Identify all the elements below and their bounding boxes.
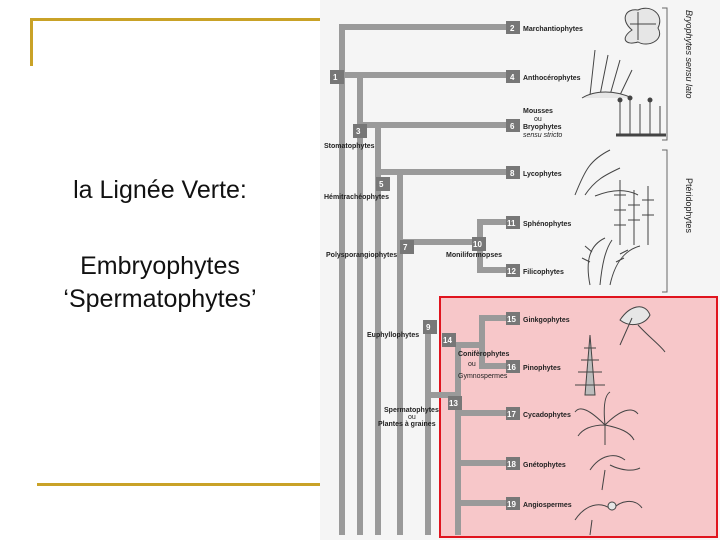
- conifer-illustration: [575, 334, 605, 396]
- decorative-rule-bottom: [37, 483, 320, 486]
- node-label-hemitracheophytes: Hémitrachéophytes: [324, 194, 389, 201]
- angiosperm-illustration: [574, 501, 643, 536]
- slide-subtitle: Embryophytes ‘Spermatophytes’: [0, 250, 320, 316]
- pteridophytes-bracket: [662, 149, 668, 293]
- taxon-label-or: ou: [534, 116, 542, 123]
- taxon-lycophytes: 8 Lycophytes: [506, 166, 562, 179]
- taxon-anthocerophytes: 4 Anthocérophytes: [506, 70, 581, 83]
- taxon-number: 16: [507, 363, 516, 372]
- ginkgo-illustration: [619, 306, 666, 353]
- taxon-filicophytes: 12 Filicophytes: [506, 264, 564, 277]
- hornwort-illustration: [581, 49, 633, 99]
- taxon-number: 12: [507, 267, 516, 276]
- taxon-label: Sphénophytes: [523, 221, 571, 228]
- taxon-number: 6: [510, 122, 515, 131]
- node-label-spermatophytes-or: ou: [408, 414, 416, 421]
- taxon-label: Angiospermes: [523, 502, 572, 509]
- horsetail-illustration: [614, 180, 654, 245]
- taxon-number: 11: [507, 219, 516, 228]
- phylogenetic-tree-figure: Bryophytes sensu lato Ptéridophytes 1 3 …: [320, 0, 720, 540]
- taxon-angiospermes: 19 Angiospermes: [506, 497, 572, 510]
- node-number: 10: [473, 240, 482, 249]
- subtitle-line-2: ‘Spermatophytes’: [63, 285, 257, 313]
- taxon-number: 18: [507, 460, 516, 469]
- node-label-plantes-a-graines: Plantes à graines: [378, 421, 436, 428]
- node-number: 3: [356, 127, 361, 136]
- node-label-moniliformopses: Moniliformopses: [446, 252, 502, 259]
- taxon-label: Lycophytes: [523, 171, 562, 178]
- taxon-number: 19: [507, 500, 516, 509]
- slide-title: la Lignée Verte:: [73, 176, 247, 204]
- node-markers: 1 3 5 7 10 9 14 13: [330, 70, 486, 410]
- node-number: 14: [443, 336, 452, 345]
- spermatophytes-highlight: [439, 296, 718, 538]
- node-label-coniferophytes-or: ou: [468, 361, 476, 368]
- group-label-pteridophytes: Ptéridophytes: [684, 178, 694, 234]
- cycad-illustration: [574, 391, 639, 445]
- taxon-number: 8: [510, 169, 515, 178]
- node-label-euphyllophytes: Euphyllophytes: [367, 332, 419, 339]
- node-label-polysporangiophytes: Polysporangiophytes: [326, 252, 397, 259]
- terminal-taxa: 2 Marchantiophytes 4 Anthocérophytes Mou…: [506, 21, 583, 510]
- decorative-rule-vertical: [30, 18, 33, 66]
- taxon-number: 2: [510, 24, 515, 33]
- taxon-label: Pinophytes: [523, 365, 561, 372]
- liverwort-illustration: [624, 7, 661, 45]
- node-number: 13: [449, 399, 458, 408]
- taxon-label-top: Mousses: [523, 108, 553, 115]
- taxon-label: Bryophytes: [523, 124, 562, 131]
- taxon-ginkgophytes: 15 Ginkgophytes: [506, 312, 570, 325]
- taxon-marchantiophytes: 2 Marchantiophytes: [506, 21, 583, 34]
- taxon-label: Filicophytes: [523, 269, 564, 276]
- phylogenetic-tree: Bryophytes sensu lato Ptéridophytes 1 3 …: [324, 7, 718, 538]
- taxon-label: Cycadophytes: [523, 412, 571, 419]
- taxon-label: Anthocérophytes: [523, 75, 581, 82]
- gnetophyte-illustration: [589, 455, 641, 491]
- group-label-bryophytes: Bryophytes sensu lato: [684, 10, 694, 99]
- taxon-number: 15: [507, 315, 516, 324]
- node-number: 7: [403, 243, 408, 252]
- node-number: 1: [333, 73, 338, 82]
- node-number: 5: [379, 180, 384, 189]
- lycophyte-illustration: [574, 149, 639, 197]
- taxon-pinophytes: 16 Pinophytes: [506, 360, 561, 373]
- taxon-bryophytes: Mousses ou 6 Bryophytes sensu stricto: [506, 108, 562, 139]
- moss-illustration: [616, 95, 666, 137]
- plant-illustrations: [574, 7, 666, 536]
- taxon-sphenophytes: 11 Sphénophytes: [506, 216, 571, 229]
- taxon-number: 17: [507, 410, 516, 419]
- node-label-gymnospermes: Gymnospermes: [458, 373, 508, 380]
- fern-illustration: [581, 237, 641, 286]
- taxon-gnetophytes: 18 Gnétophytes: [506, 457, 566, 470]
- taxon-cycadophytes: 17 Cycadophytes: [506, 407, 571, 420]
- subtitle-line-1: Embryophytes: [80, 252, 240, 280]
- taxon-label: Marchantiophytes: [523, 26, 583, 33]
- node-label-coniferophytes: Conifèrophytes: [458, 351, 509, 358]
- taxon-label-sub: sensu stricto: [523, 132, 562, 139]
- taxon-label: Ginkgophytes: [523, 317, 570, 324]
- node-label-spermatophytes: Spermatophytes: [384, 407, 439, 414]
- node-labels: Stomatophytes Hémitrachéophytes Polyspor…: [324, 143, 509, 428]
- node-number: 9: [426, 323, 431, 332]
- bryophytes-bracket: [662, 7, 668, 141]
- taxon-number: 4: [510, 73, 515, 82]
- taxon-label: Gnétophytes: [523, 462, 566, 469]
- node-label-stomatophytes: Stomatophytes: [324, 143, 375, 150]
- decorative-rule-top: [30, 18, 320, 21]
